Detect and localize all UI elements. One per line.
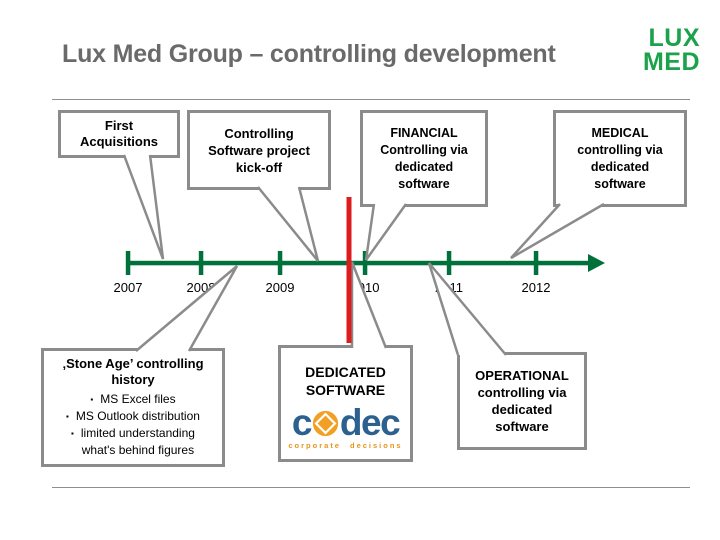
callout-tail-software-kickoff bbox=[257, 186, 320, 262]
dedicated-software-label: DEDICATED SOFTWARE bbox=[305, 364, 386, 398]
year-label-2011: 2011 bbox=[435, 280, 463, 295]
timeline-axis bbox=[126, 260, 590, 266]
bullet-text: MS Outlook distribution bbox=[75, 409, 200, 423]
callout-financial-controlling: FINANCIAL Controlling via dedicated soft… bbox=[360, 110, 488, 207]
codec-tagline-word: corporate bbox=[288, 441, 341, 450]
list-item: ▪ limited understanding what's behind fi… bbox=[71, 425, 195, 459]
callout-tail-medical bbox=[510, 202, 605, 260]
callout-tail-financial bbox=[364, 203, 408, 261]
list-item: ▪ MS Excel files bbox=[90, 391, 175, 408]
logo-line-med: MED bbox=[642, 48, 700, 76]
timeline-arrowhead-icon bbox=[588, 254, 605, 272]
callout-tail-operational bbox=[427, 262, 507, 356]
callout-tail-first-acquisitions bbox=[122, 154, 165, 260]
codec-tagline-word: decisions bbox=[349, 441, 403, 450]
bullet-text: MS Excel files bbox=[100, 392, 176, 406]
page-title: Lux Med Group – controlling development bbox=[62, 40, 556, 68]
lux-med-logo: LUX MED bbox=[642, 24, 700, 76]
bullet-square-icon: ▪ bbox=[71, 429, 74, 438]
year-label-2007: 2007 bbox=[113, 280, 143, 295]
codec-letter-c: c bbox=[291, 402, 313, 443]
bullet-square-icon: ▪ bbox=[90, 395, 94, 404]
top-divider bbox=[52, 99, 690, 100]
year-label-2010: 2010 bbox=[350, 280, 380, 295]
year-label-2012: 2012 bbox=[521, 280, 551, 295]
codec-letters-dec: dec bbox=[339, 402, 401, 443]
milestone-marker-line bbox=[346, 197, 352, 343]
callout-dedicated-software: DEDICATED SOFTWARE c dec corporate decis… bbox=[278, 345, 413, 462]
list-item: ▪ MS Outlook distribution bbox=[66, 408, 200, 425]
callout-stone-age: ‚Stone Age’ controlling history ▪ MS Exc… bbox=[41, 348, 225, 467]
bullet-text: limited understanding what's behind figu… bbox=[80, 426, 195, 457]
bullet-square-icon: ▪ bbox=[66, 412, 69, 421]
timeline-ticks bbox=[125, 251, 539, 275]
logo-line-lux: LUX bbox=[648, 24, 700, 52]
bottom-divider bbox=[52, 487, 690, 488]
callout-medical-controlling: MEDICAL controlling via dedicated softwa… bbox=[553, 110, 687, 207]
year-label-2008: 2008 bbox=[186, 280, 216, 295]
callout-tail-dedicated bbox=[350, 261, 388, 349]
codec-diamond-icon bbox=[312, 410, 339, 436]
callout-first-acquisitions: First Acquisitions bbox=[58, 110, 180, 158]
codec-logo: c dec bbox=[291, 402, 401, 443]
year-label-2009: 2009 bbox=[265, 280, 295, 295]
callout-tail-stone-age bbox=[135, 265, 239, 352]
codec-tagline: corporate decisions bbox=[288, 441, 402, 450]
callout-software-kickoff: Controlling Software project kick-off bbox=[187, 110, 331, 190]
stone-age-title: ‚Stone Age’ controlling history bbox=[62, 356, 204, 387]
callout-operational-controlling: OPERATIONAL controlling via dedicated so… bbox=[457, 352, 587, 450]
